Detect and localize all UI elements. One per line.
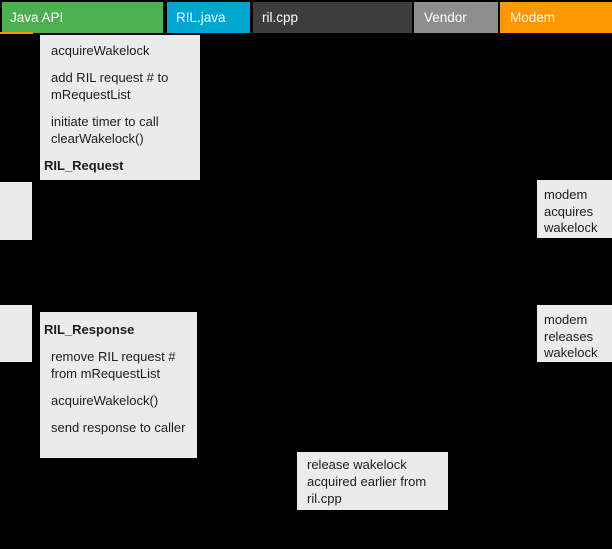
- wakelock-timeline-tick: [0, 32, 33, 34]
- note-line: acquireWakelock: [51, 43, 150, 58]
- lane-header-java-api: Java API: [2, 2, 163, 33]
- note-release-wakelock: release wakelock acquired earlier from r…: [297, 452, 448, 510]
- note-line: send response to caller: [51, 420, 186, 435]
- note-line: remove RIL request # from mRequestList: [51, 349, 176, 381]
- lane-label-java-api: Java API: [10, 10, 64, 25]
- note-modem-acquires-wakelock: modem acquires wakelock: [537, 180, 612, 238]
- lane-label-ril-java: RIL.java: [176, 10, 226, 25]
- lane-header-ril-java: RIL.java: [167, 2, 250, 33]
- lane-label-modem: Modem: [510, 10, 556, 25]
- note-line: acquireWakelock(): [51, 393, 159, 408]
- note-ril-response: RIL_Response remove RIL request # from m…: [40, 312, 197, 458]
- note-line: add RIL request # to mRequestList: [51, 70, 169, 102]
- note-ril-request: acquireWakelock add RIL request # to mRe…: [40, 35, 200, 180]
- lane-label-ril-cpp: ril.cpp: [262, 10, 299, 25]
- lane-label-vendor: Vendor: [424, 10, 467, 25]
- left-edge-box-bottom: [0, 305, 32, 362]
- left-edge-box-top: [0, 182, 32, 240]
- lane-header-modem: Modem: [500, 2, 612, 33]
- note-modem-releases-wakelock: modem releases wakelock: [537, 305, 612, 362]
- note-line: initiate timer to call clearWakelock(): [51, 114, 159, 146]
- lane-header-vendor: Vendor: [414, 2, 498, 33]
- lane-header-ril-cpp: ril.cpp: [253, 2, 412, 33]
- message-label-ril-response: RIL_Response: [44, 322, 135, 337]
- message-label-ril-request: RIL_Request: [44, 158, 124, 173]
